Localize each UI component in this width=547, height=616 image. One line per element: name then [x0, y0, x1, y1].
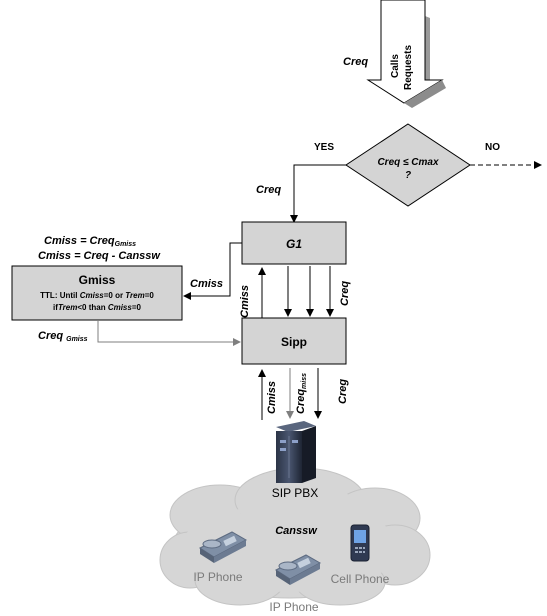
gmiss-if-line: ifTrem<0 than Cmiss=0	[53, 303, 141, 312]
g1-sipp-cmiss-label: Cmiss	[239, 285, 251, 318]
pbx-creq-miss-label: Creqmiss	[295, 373, 308, 414]
desk-phone-icon	[274, 554, 322, 585]
decision-question: ?	[405, 170, 411, 181]
ip-phone-1-label: IP Phone	[193, 570, 242, 584]
decision-condition: Creq ≤ Cmax	[377, 157, 439, 168]
cell-phone-label: Cell Phone	[331, 572, 390, 586]
input-creq-label: Creq	[343, 56, 368, 68]
no-label: NO	[485, 142, 500, 153]
decision-diamond: Creq ≤ Cmax ?	[345, 123, 471, 207]
pbx-creg-label: Creg	[337, 379, 349, 404]
creq-to-g1-label: Creq	[256, 184, 281, 196]
sip-pbx-label: SIP PBX	[272, 486, 318, 500]
calls-requests-arrow: Calls Requests	[366, 0, 446, 108]
yes-arrow	[290, 164, 346, 223]
cmiss-to-gmiss-arrow	[183, 242, 242, 300]
server-icon	[276, 421, 316, 483]
ip-phone-2-label: IP Phone	[269, 600, 318, 614]
sipp-box: Sipp	[241, 317, 347, 365]
creq-gmiss-label: Creq Gmiss	[38, 330, 88, 343]
calls-label: Calls	[390, 54, 401, 78]
formula-2: Cmiss = Creq - Canssw	[38, 250, 161, 262]
pbx-cmiss-label: Cmiss	[266, 381, 278, 414]
cloud-center-label: Canssw	[275, 525, 318, 537]
cmiss-to-gmiss-label: Cmiss	[190, 278, 223, 290]
gmiss-ttl-line: TTL: Until Cmiss=0 or Trem=0	[40, 291, 154, 300]
creq-gmiss-arrow	[97, 320, 241, 346]
gmiss-title: Gmiss	[79, 273, 116, 287]
desk-phone-icon	[198, 531, 248, 563]
g1-box: G1	[241, 221, 347, 265]
formula-1: Cmiss = CreqGmiss	[44, 235, 136, 248]
g1-sipp-creq-label: Creq	[339, 281, 351, 306]
yes-label: YES	[314, 142, 334, 153]
cell-phone-icon	[350, 524, 370, 562]
gmiss-box: Gmiss TTL: Until Cmiss=0 or Trem=0 ifTre…	[11, 265, 183, 321]
g1-label: G1	[286, 237, 302, 251]
requests-label: Requests	[403, 45, 414, 90]
network-cloud	[159, 467, 431, 606]
sipp-label: Sipp	[281, 335, 307, 349]
